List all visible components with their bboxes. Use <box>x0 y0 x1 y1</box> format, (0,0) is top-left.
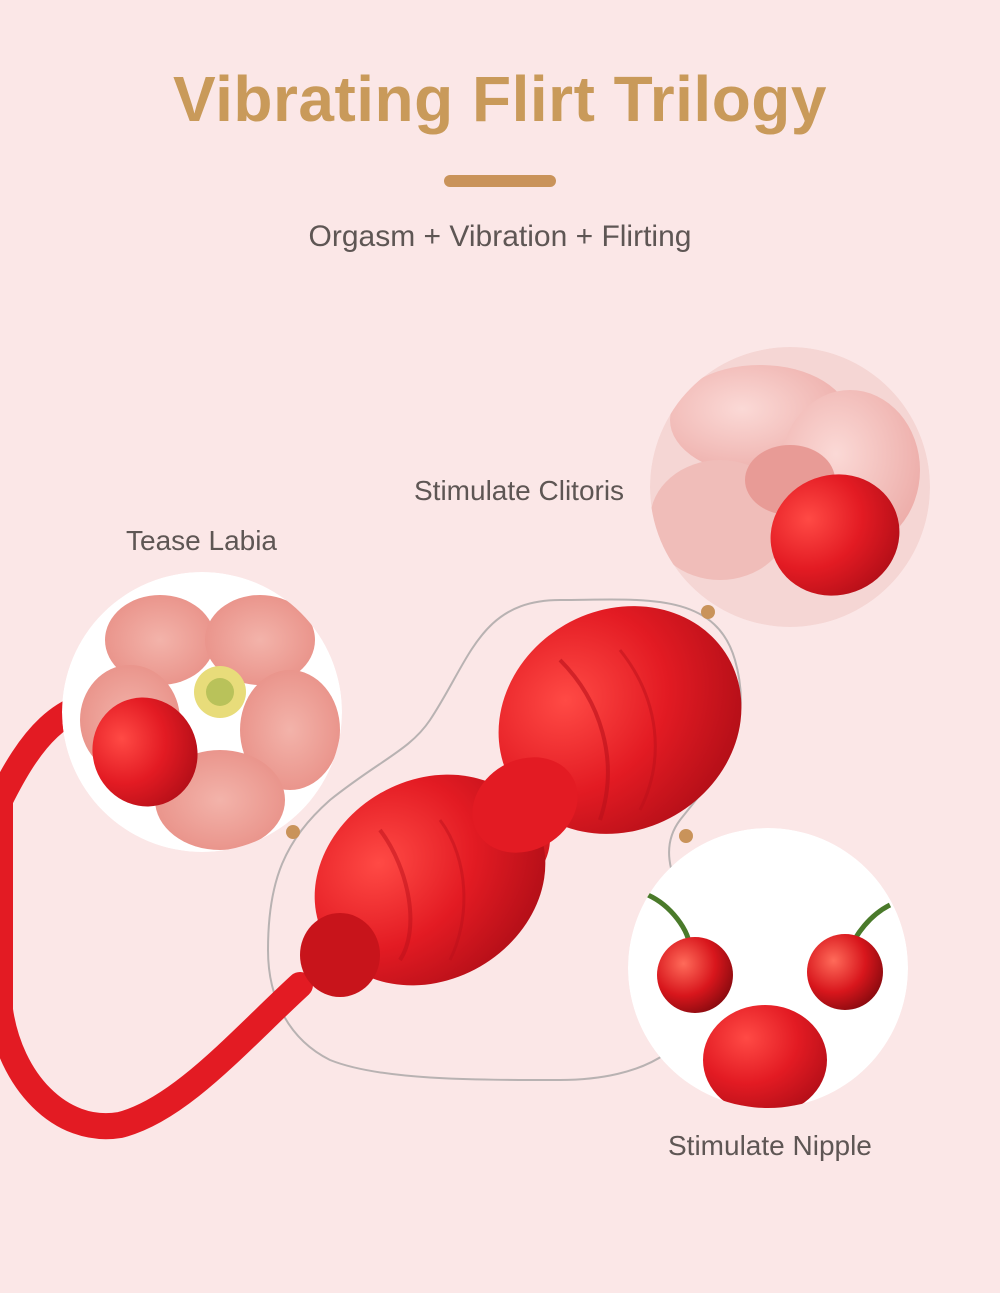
callout-label-labia: Tease Labia <box>126 525 278 556</box>
title-divider <box>444 175 556 187</box>
callout-label-clitoris: Stimulate Clitoris <box>414 475 625 506</box>
callout-dot-labia <box>286 825 300 839</box>
page-subtitle: Orgasm + Vibration + Flirting <box>308 220 692 253</box>
flower-illustration <box>62 572 342 852</box>
rose-illustration <box>650 347 930 627</box>
callout-dot-clitoris <box>701 605 715 619</box>
kegel-ball-product <box>300 606 742 997</box>
callout-label-nipple: Stimulate Nipple <box>668 1130 872 1161</box>
page-title: Vibrating Flirt Trilogy <box>173 63 827 135</box>
callout-dot-nipple <box>679 829 693 843</box>
cherries-illustration <box>628 828 908 1108</box>
